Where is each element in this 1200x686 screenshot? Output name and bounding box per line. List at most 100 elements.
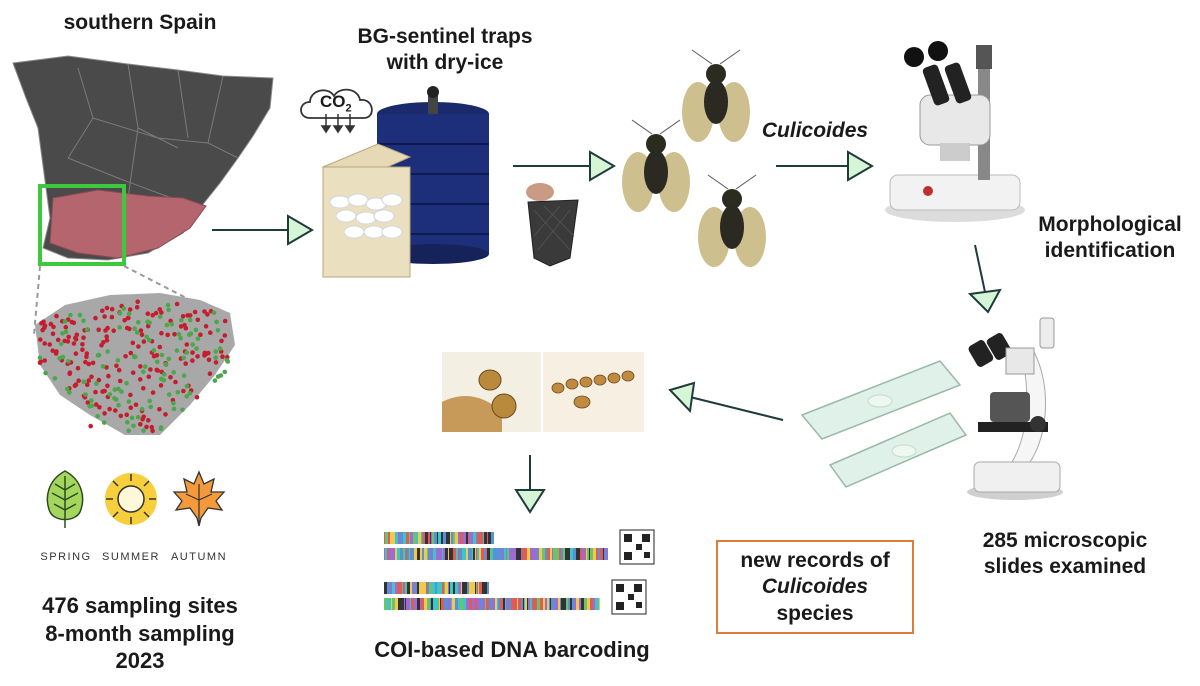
- sampling-site-dot: [136, 344, 141, 349]
- barcode-stripe: [478, 582, 479, 594]
- barcode-stripe: [462, 582, 465, 594]
- slides-line2: slides examined: [983, 555, 1147, 579]
- sun-icon: [105, 473, 157, 525]
- barcode-stripe: [576, 598, 579, 610]
- sampling-site-dot: [157, 314, 163, 320]
- barcode-stripe: [458, 598, 460, 610]
- barcode-stripe: [385, 548, 387, 560]
- barcode-stripe: [489, 548, 490, 560]
- sampling-site-dot: [83, 392, 88, 397]
- new-records-box: new records of Culicoides species: [716, 540, 914, 634]
- sampling-site-dot: [107, 406, 112, 412]
- sampling-site-dot: [159, 376, 164, 382]
- sampling-site-dot: [95, 413, 100, 419]
- barcode-stripe: [521, 548, 522, 560]
- sampling-site-dot: [90, 360, 96, 366]
- sampling-site-dot: [75, 365, 81, 371]
- sampling-site-dot: [206, 357, 212, 363]
- barcode-stripe: [553, 548, 556, 560]
- barcode-stripe: [603, 548, 604, 560]
- sampling-site-dot: [184, 350, 189, 355]
- sampling-site-dot: [81, 318, 86, 323]
- barcode-stripe: [406, 598, 407, 610]
- barcode-stripe: [409, 532, 410, 544]
- sampling-site-dot: [63, 329, 69, 335]
- barcode-stripe: [387, 598, 389, 610]
- barcode-stripe: [398, 532, 400, 544]
- sampling-site-dot: [43, 370, 48, 376]
- barcode-stripe: [466, 548, 468, 560]
- barcode-stripe: [427, 548, 428, 560]
- barcode-stripe: [507, 548, 509, 560]
- sampling-site-dot: [111, 328, 116, 333]
- sampling-site-dot: [166, 392, 172, 397]
- barcode-stripe: [421, 598, 424, 610]
- barcode-stripe: [449, 582, 450, 594]
- barcode-stripe: [404, 582, 405, 594]
- barcode-stripe: [413, 582, 415, 594]
- sampling-site-dot: [55, 337, 61, 343]
- traps-title: BG-sentinel traps with dry-ice: [330, 24, 560, 77]
- sampling-site-dot: [194, 395, 200, 400]
- sampling-site-dot: [141, 339, 147, 344]
- barcode-stripe: [387, 582, 390, 594]
- barcode-stripe: [437, 582, 438, 594]
- sampling-site-dot: [109, 314, 115, 320]
- sampling-site-dot: [62, 319, 68, 324]
- barcode-stripe: [429, 582, 432, 594]
- sampling-site-dot: [188, 331, 194, 337]
- sampling-site-dot: [141, 369, 146, 374]
- barcode-stripe: [515, 548, 516, 560]
- barcode-stripe: [461, 582, 462, 594]
- sampling-site-dot: [115, 358, 121, 363]
- barcode-stripe: [517, 598, 518, 610]
- barcode-stripe: [528, 598, 530, 610]
- barcode-stripe: [435, 582, 437, 594]
- sampling-site-dot: [93, 315, 98, 321]
- barcode-stripe: [437, 548, 439, 560]
- sampling-site-dot: [211, 310, 217, 316]
- barcode-stripe: [448, 598, 451, 610]
- barcode-stripe: [458, 548, 459, 560]
- barcode-stripe: [443, 532, 446, 544]
- sampling-site-dot: [59, 341, 64, 347]
- barcode-stripe: [467, 582, 469, 594]
- sampling-site-dot: [47, 342, 52, 347]
- sampling-site-dot: [220, 354, 225, 359]
- barcode-stripe: [568, 598, 570, 610]
- barcode-stripe: [493, 548, 494, 560]
- barcode-stripe: [500, 548, 502, 560]
- sampling-site-dot: [84, 351, 90, 356]
- barcode-stripe: [550, 548, 552, 560]
- barcode-stripe: [476, 582, 477, 594]
- barcode-stripe: [427, 582, 429, 594]
- barcode-stripe: [597, 548, 598, 560]
- barcode-stripe: [580, 548, 582, 560]
- barcode-stripe: [472, 582, 475, 594]
- sampling-site-dot: [125, 420, 130, 425]
- sampling-site-dot: [124, 412, 129, 418]
- barcode-stripe: [606, 548, 608, 560]
- barcode-stripe: [444, 598, 447, 610]
- morphology-line2: identification: [1044, 239, 1176, 263]
- sampling-site-dot: [89, 398, 94, 403]
- barcode-stripe: [484, 582, 487, 594]
- barcode-stripe: [428, 548, 431, 560]
- barcode-stripe: [595, 598, 598, 610]
- insect-2: [622, 119, 690, 212]
- barcode-stripe: [409, 548, 410, 560]
- barcode-stripe: [522, 548, 525, 560]
- barcode-stripe: [468, 532, 469, 544]
- barcode-stripe: [410, 532, 413, 544]
- sampling-site-dot: [224, 357, 230, 363]
- barcode-stripe: [403, 532, 406, 544]
- barcode-stripe: [522, 598, 523, 610]
- sampling-site-dot: [168, 375, 173, 380]
- barcode-stripe: [415, 582, 417, 594]
- barcode-stripe: [432, 582, 435, 594]
- sampling-site-dot: [85, 382, 90, 387]
- barcode-stripe: [537, 548, 539, 560]
- sampling-site-dot: [165, 302, 171, 308]
- barcode-stripe: [392, 582, 395, 594]
- sampling-site-dot: [219, 338, 224, 344]
